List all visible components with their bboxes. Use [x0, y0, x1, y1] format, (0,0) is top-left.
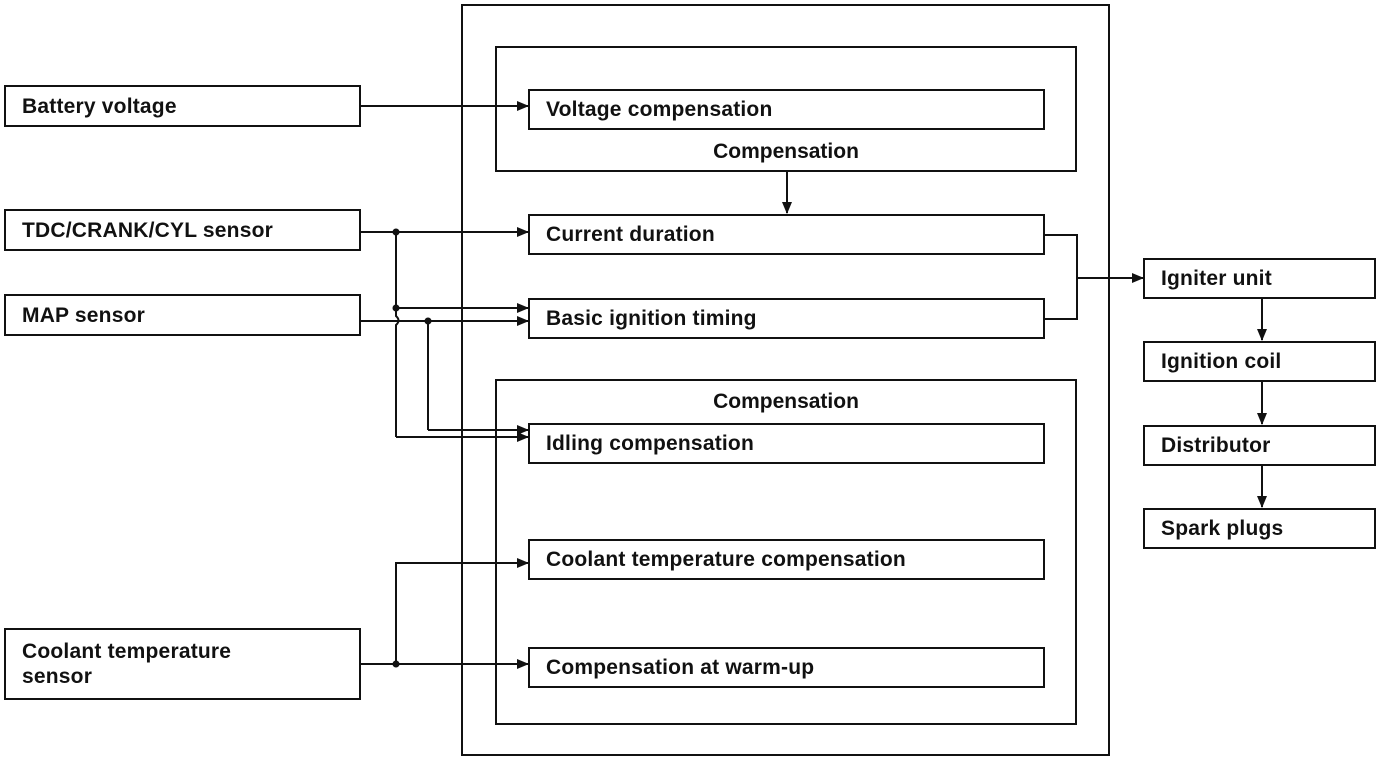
- tdc-crank-cyl-sensor-box: TDC/CRANK/CYL sensor: [4, 209, 361, 251]
- tdc-vertical-bus: [395, 232, 400, 437]
- tdc-junction-dot: [392, 228, 400, 236]
- battery-voltage-box: Battery voltage: [4, 85, 361, 127]
- coolant-temperature-compensation-box: Coolant temperature compensation: [528, 539, 1045, 580]
- ignition-coil-box: Ignition coil: [1143, 341, 1376, 382]
- distributor-box: Distributor: [1143, 425, 1376, 466]
- lower-compensation-frame: [495, 379, 1077, 725]
- ecu-outer-frame: [461, 4, 1110, 756]
- tdc-basic-junction-dot: [392, 304, 400, 312]
- basic-ignition-timing-box: Basic ignition timing: [528, 298, 1045, 339]
- map-sensor-box: MAP sensor: [4, 294, 361, 336]
- igniter-unit-box: Igniter unit: [1143, 258, 1376, 299]
- map-junction-dot: [424, 317, 432, 325]
- idling-compensation-box: Idling compensation: [528, 423, 1045, 464]
- merge-bracket: [1045, 234, 1078, 320]
- current-duration-box: Current duration: [528, 214, 1045, 255]
- coolant-temperature-sensor-box: Coolant temperature sensor: [4, 628, 361, 700]
- lower-compensation-caption: Compensation: [713, 390, 859, 413]
- spark-plugs-box: Spark plugs: [1143, 508, 1376, 549]
- coolant-to-temp-comp-arrow: [395, 558, 529, 664]
- compensation-at-warmup-box: Compensation at warm-up: [528, 647, 1045, 688]
- upper-compensation-caption: Compensation: [713, 140, 859, 163]
- upper-compensation-frame: [495, 46, 1077, 172]
- coolant-junction-dot: [392, 660, 400, 668]
- voltage-compensation-box: Voltage compensation: [528, 89, 1045, 130]
